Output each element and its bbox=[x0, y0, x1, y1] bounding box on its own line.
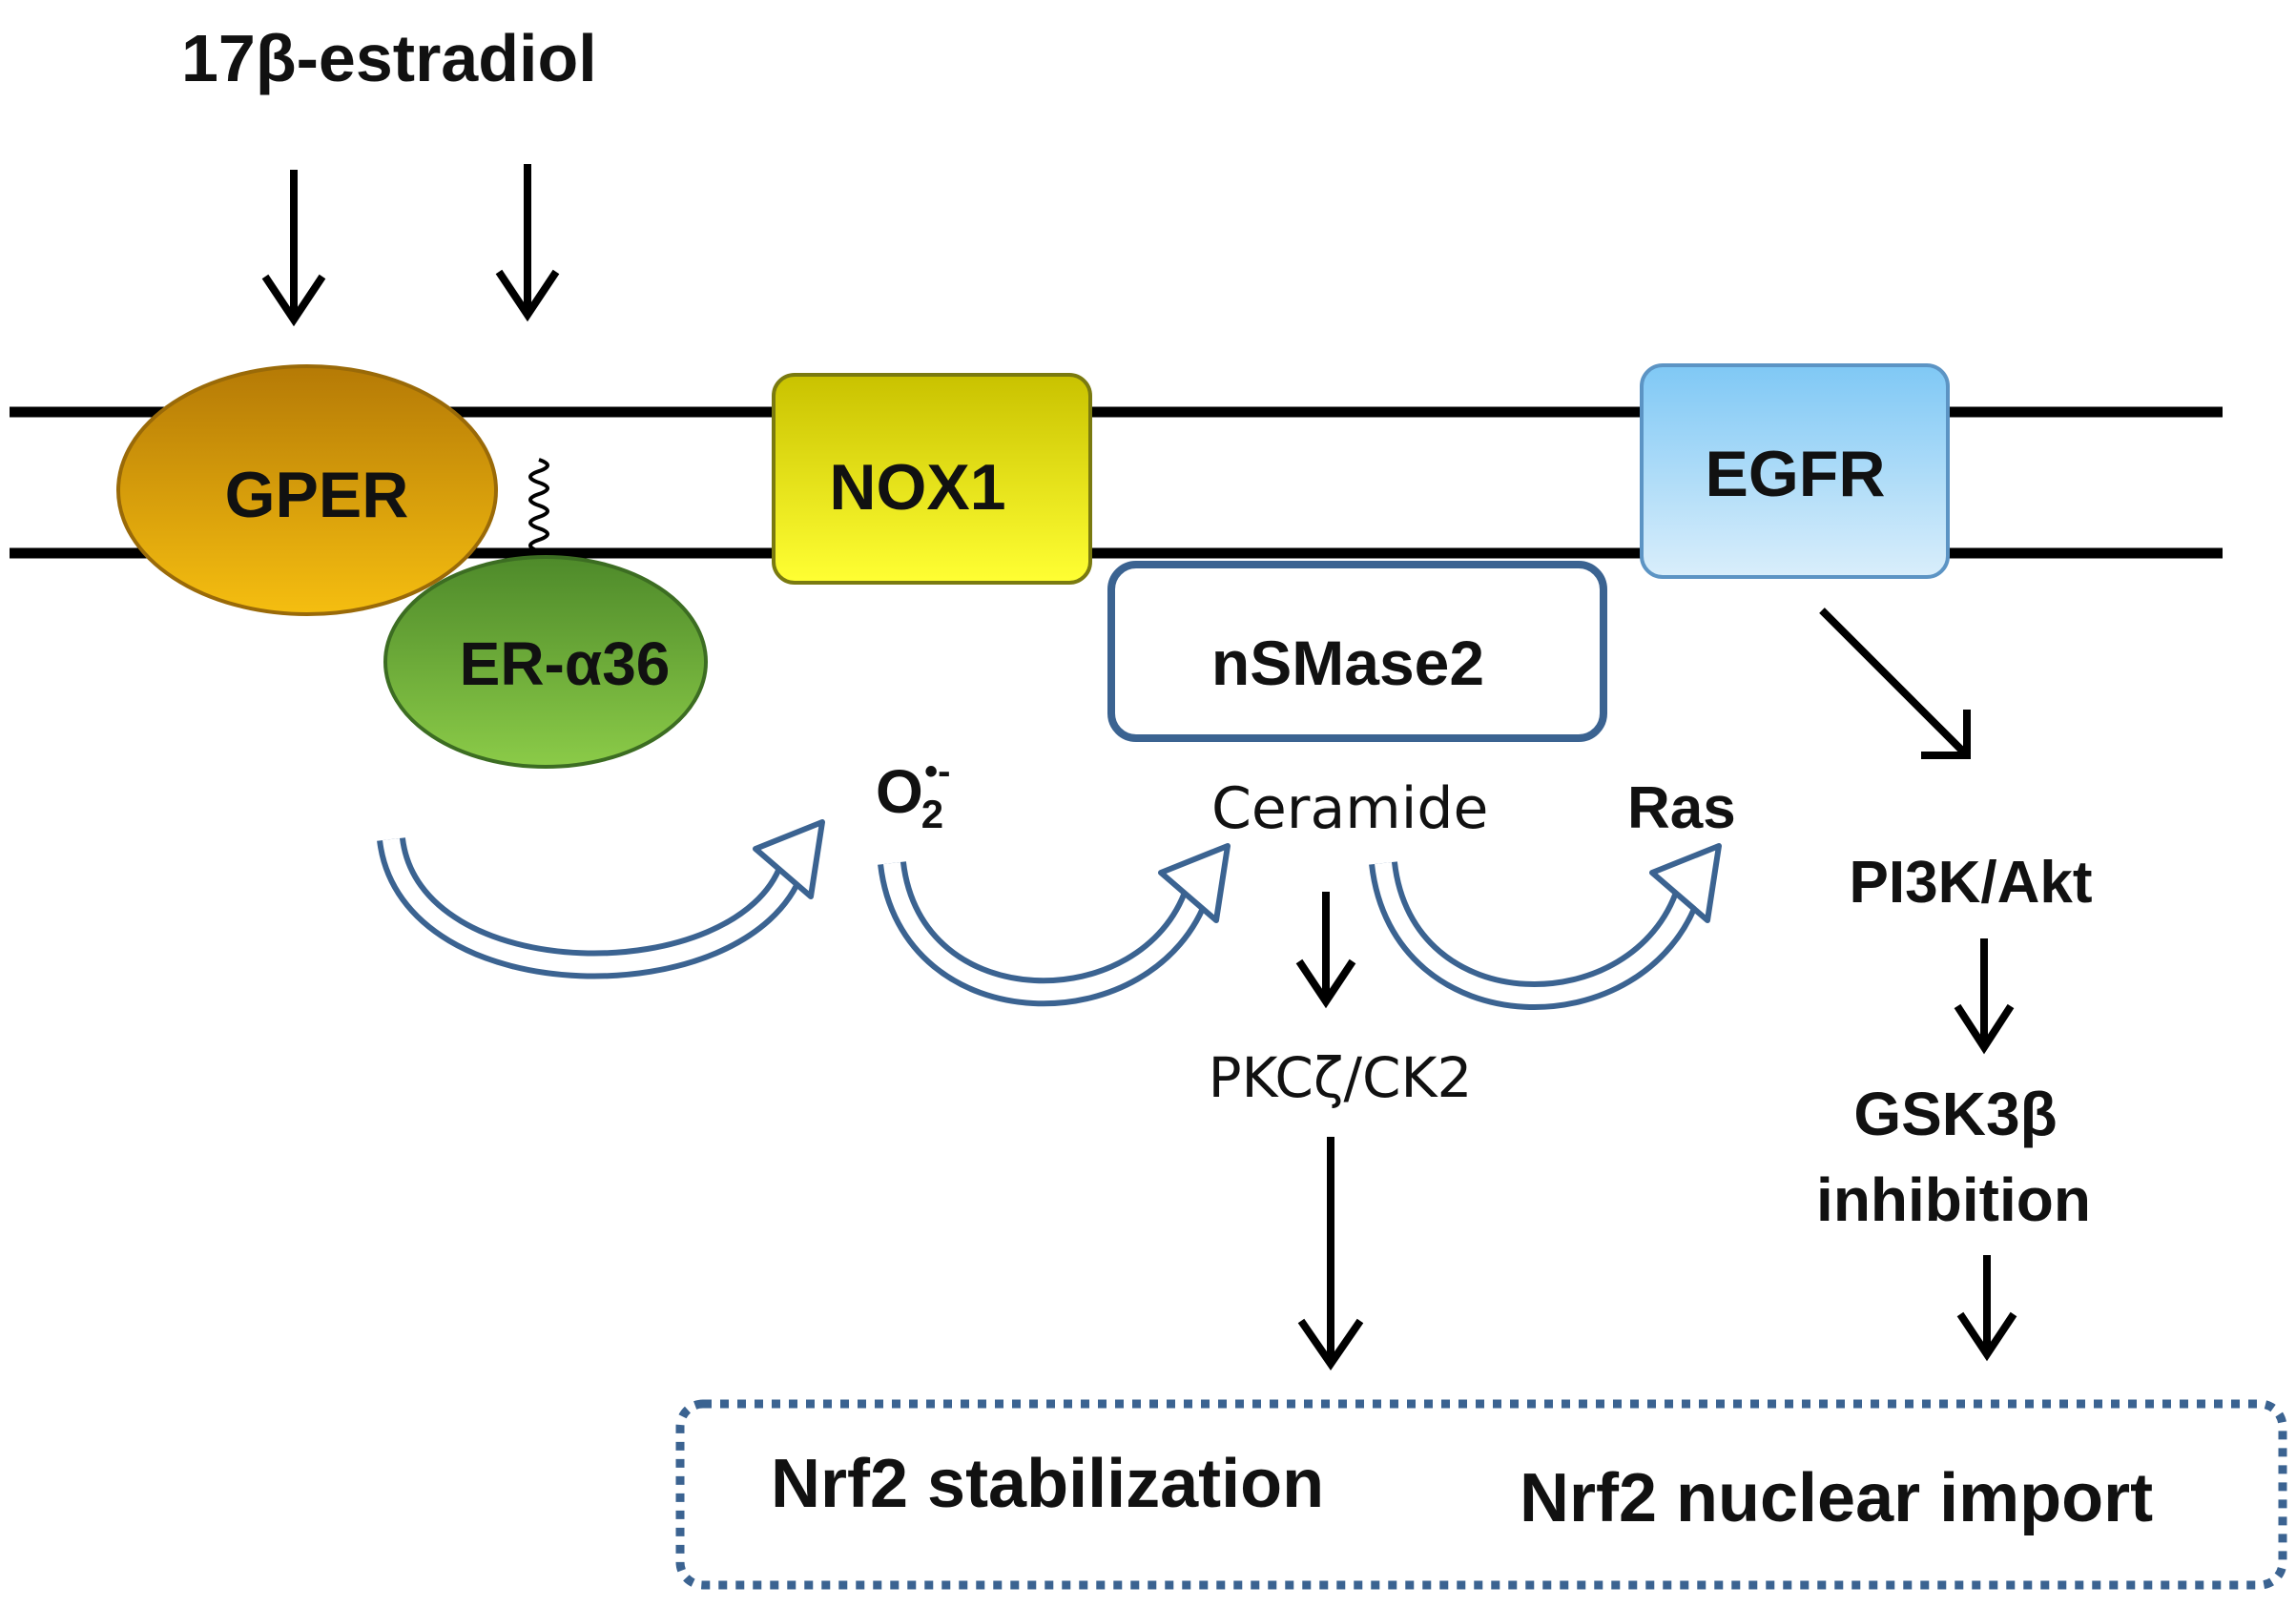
pkc-to-stabilization-arrow bbox=[1297, 1137, 1364, 1371]
gper-er-coupling-squiggle bbox=[528, 458, 549, 553]
gper-label: GPER bbox=[225, 459, 409, 531]
curved-arrow-superoxide-to-ceramide bbox=[878, 843, 1231, 1007]
pi3k-akt-label: PI3K/Akt bbox=[1850, 850, 2093, 916]
gsk3b-label: GSK3β bbox=[1853, 1080, 2057, 1148]
gsk3b-to-import-arrow bbox=[1956, 1255, 2017, 1362]
outcome-box bbox=[675, 1399, 2287, 1590]
curved-arrow-er-to-superoxide bbox=[377, 819, 825, 979]
ceramide-label: Ceramide bbox=[1211, 775, 1488, 842]
estradiol-to-er-arrow bbox=[495, 164, 560, 322]
er-alpha36-label: ER-α36 bbox=[460, 629, 671, 698]
nsmase2-label: nSMase2 bbox=[1211, 628, 1484, 698]
egfr-label: EGFR bbox=[1706, 438, 1886, 510]
nrf2-nuclear-import-label: Nrf2 nuclear import bbox=[1520, 1460, 2153, 1536]
nsmase2-enzyme: nSMase2 bbox=[1107, 561, 1607, 742]
er-alpha36-receptor: ER-α36 bbox=[383, 555, 708, 769]
nox1-label: NOX1 bbox=[829, 451, 1005, 524]
gsk3b-inhibition-label: inhibition bbox=[1816, 1165, 2091, 1234]
pi3k-to-gsk3b-arrow bbox=[1954, 938, 2015, 1055]
ceramide-to-pkc-arrow bbox=[1295, 892, 1356, 1009]
pkc-ck2-label: PKCζ/CK2 bbox=[1209, 1045, 1473, 1110]
curved-arrows-group bbox=[377, 819, 1722, 1010]
ras-label: Ras bbox=[1627, 775, 1736, 841]
egfr-to-pi3k-arrow bbox=[1819, 608, 1971, 759]
estradiol-to-gper-arrow bbox=[261, 170, 326, 327]
nox1-enzyme: NOX1 bbox=[772, 373, 1092, 585]
egfr-receptor: EGFR bbox=[1640, 363, 1950, 579]
gper-receptor: GPER bbox=[116, 364, 498, 616]
estradiol-label: 17β-estradiol bbox=[181, 21, 597, 95]
superoxide-label: O2•- bbox=[876, 751, 950, 836]
nrf2-stabilization-label: Nrf2 stabilization bbox=[771, 1446, 1324, 1522]
curved-arrow-ceramide-to-ras bbox=[1369, 843, 1722, 1010]
